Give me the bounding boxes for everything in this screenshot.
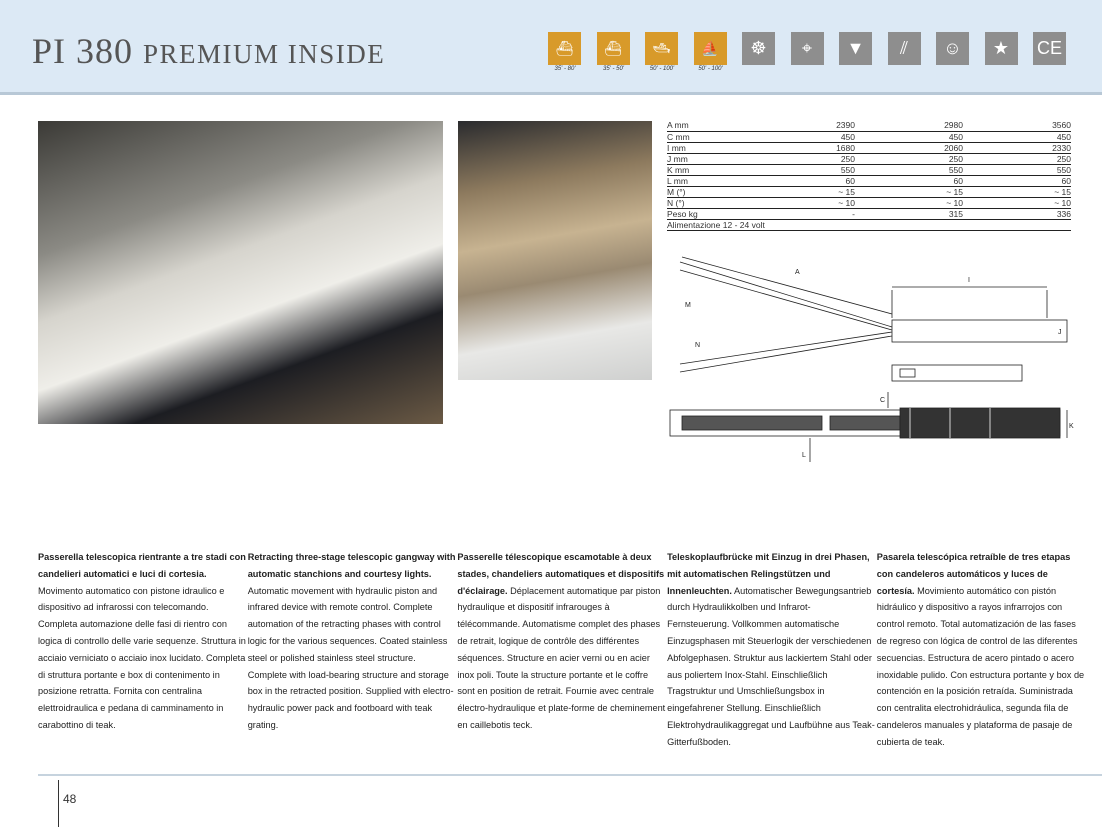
page-title: PI 380 PREMIUM INSIDE xyxy=(32,31,386,71)
label-l: L xyxy=(802,452,806,459)
label-k: K xyxy=(1069,423,1074,430)
description-heading: Pasarela telescópica retraíble de tres e… xyxy=(876,552,1071,596)
power-spec: Alimentazione 12 - 24 volt xyxy=(667,219,1071,231)
description-heading: Passerelle télescopique escamotable à de… xyxy=(457,552,665,596)
boat-size-label: 35' - 50' xyxy=(603,66,624,72)
spec-cell: 250 xyxy=(963,153,1071,165)
spec-cell: 550 xyxy=(855,164,963,176)
spec-cell: 450 xyxy=(963,131,1071,143)
spec-cell: 2060 xyxy=(855,142,963,154)
spec-cell: I mm xyxy=(667,142,747,154)
spec-row: N (°)~ 10~ 10~ 10 xyxy=(667,197,1071,209)
motor-yacht-icon: ⛴ xyxy=(548,32,581,65)
spec-cell: 250 xyxy=(747,153,855,165)
boat-size-label: 50' - 100' xyxy=(649,66,675,72)
spec-cell: 60 xyxy=(855,175,963,187)
label-j: J xyxy=(1058,329,1062,336)
spec-cell: 2980 xyxy=(855,120,963,132)
label-i: I xyxy=(968,277,970,284)
label-a: A xyxy=(795,269,800,276)
spec-cell: 550 xyxy=(747,164,855,176)
spec-cell: ~ 10 xyxy=(963,197,1071,209)
sailboat-icon: ⛵ xyxy=(693,32,727,65)
spec-cell: A mm xyxy=(667,120,747,132)
description-heading: Passerella telescopica rientrante a tre … xyxy=(38,552,246,579)
boat-size-label: 50' - 100' xyxy=(698,66,723,72)
ce-mark-icon: CE xyxy=(1033,32,1066,65)
description-column: Passerelle télescopique escamotable à de… xyxy=(457,549,665,734)
spec-cell: ~ 15 xyxy=(747,186,855,198)
technical-diagram: A I M N J C K L xyxy=(669,256,1074,462)
flybridge-yacht-icon: 🛥 xyxy=(645,32,678,65)
description-column: Pasarela telescópica retraíble de tres e… xyxy=(877,549,1085,751)
courtesy-light-icon: ▼ xyxy=(839,32,872,65)
spec-cell: 3560 xyxy=(963,120,1071,132)
spec-cell: ~ 15 xyxy=(855,186,963,198)
footer-divider xyxy=(58,780,59,827)
sport-yacht-icon: ⛴ xyxy=(596,32,630,65)
description-text: Movimento automatico con pistone idrauli… xyxy=(38,585,246,730)
spec-cell: 450 xyxy=(855,131,963,143)
spec-cell: 315 xyxy=(855,208,963,220)
spec-cell: 2330 xyxy=(963,142,1071,154)
spec-cell: J mm xyxy=(667,153,747,165)
description-text: Movimiento automático con pistón hidrául… xyxy=(876,585,1085,747)
spec-row: M (°)~ 15~ 15~ 15 xyxy=(667,186,1071,198)
sailor-icon: ☺ xyxy=(936,32,969,65)
spec-cell: 60 xyxy=(963,175,1071,187)
spec-cell: ~ 15 xyxy=(963,186,1071,198)
spec-cell: C mm xyxy=(667,131,747,143)
spec-cell: 60 xyxy=(747,175,855,187)
description-column: Teleskoplaufbrücke mit Einzug in drei Ph… xyxy=(667,549,875,751)
description-text: Automatic movement with hydraulic piston… xyxy=(247,585,454,730)
description-column: Passerella telescopica rientrante a tre … xyxy=(38,549,246,734)
gangway-photo-deck xyxy=(38,121,443,424)
label-m: M xyxy=(685,302,691,309)
spec-cell: 550 xyxy=(963,164,1071,176)
spec-cell: K mm xyxy=(667,164,747,176)
spec-cell: M (°) xyxy=(667,186,747,198)
gangway-photo-retracted xyxy=(458,121,652,380)
spec-cell: Peso kg xyxy=(667,208,747,220)
remote-control-icon: ⌖ xyxy=(790,32,824,65)
label-c: C xyxy=(880,397,885,404)
spec-cell: N (°) xyxy=(667,197,747,209)
spec-cell: 2390 xyxy=(747,120,855,132)
description-text: Déplacement automatique par piston hydra… xyxy=(457,585,666,730)
spec-cell: - xyxy=(747,208,855,220)
description-column: Retracting three-stage telescopic gangwa… xyxy=(248,549,456,734)
label-n: N xyxy=(695,342,700,349)
spec-cell: 336 xyxy=(963,208,1071,220)
description-text: Automatischer Bewegungsantrieb durch Hyd… xyxy=(667,585,875,747)
stanchions-icon: ⫽ xyxy=(887,32,921,65)
spec-cell: ~ 10 xyxy=(747,197,855,209)
description-heading: Retracting three-stage telescopic gangwa… xyxy=(247,552,456,579)
boat-size-label: 35' - 80' xyxy=(554,66,576,72)
helm-wheel-icon: ☸ xyxy=(742,32,775,65)
spec-cell: L mm xyxy=(667,175,747,187)
power-row: Alimentazione 12 - 24 volt xyxy=(667,219,1071,231)
footer-rule xyxy=(38,774,1102,776)
spec-cell: 450 xyxy=(747,131,855,143)
spec-cell: ~ 10 xyxy=(855,197,963,209)
spec-cell: 250 xyxy=(855,153,963,165)
description-heading: Teleskoplaufbrücke mit Einzug in drei Ph… xyxy=(667,552,870,596)
star-icon: ★ xyxy=(984,32,1018,65)
spec-cell: 1680 xyxy=(747,142,855,154)
page-number: 48 xyxy=(63,792,77,806)
